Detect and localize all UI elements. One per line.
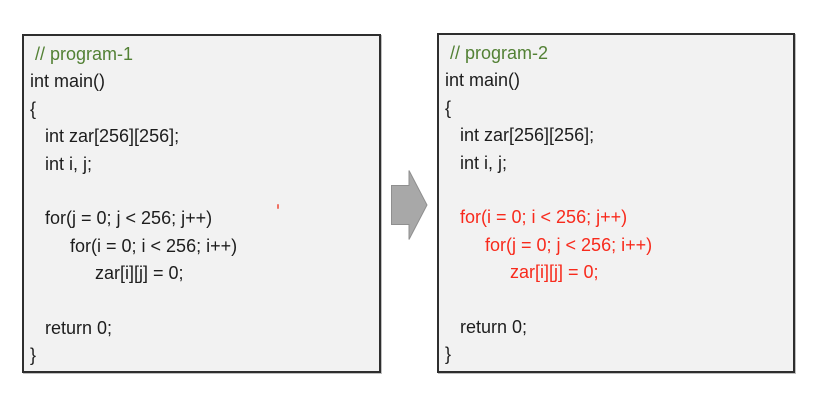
code-line: int i, j; [30,153,93,174]
code-line: for(j = 0; j < 256; i++) [445,234,653,255]
code-line: } [30,345,37,366]
code-line: for(i = 0; i < 256; j++) [445,207,628,228]
code-line: int main() [445,70,521,91]
code-line: for(j = 0; j < 256; j++) [30,208,213,229]
code-line [445,287,789,314]
code-line: zar[i][j] = 0; [30,263,184,284]
code-line: int zar[256][256]; [445,125,595,146]
code-line [445,177,789,204]
code-line: zar[i][j] = 0; [445,262,599,283]
right-block-arrow-icon [391,170,428,240]
code-line: // program-2 [445,43,549,63]
code-line: } [445,344,452,365]
code-line: return 0; [30,318,113,339]
code-line: // program-1 [30,44,134,64]
program1-panel: // program-1 int main() { int zar[256][256… [22,34,381,373]
code-line: int zar[256][256]; [30,126,180,147]
code-line [30,178,375,205]
code-line: for(i = 0; i < 256; i++) [30,235,238,256]
program2-panel: // program-2 int main() { int zar[256][256… [437,33,795,373]
program2-code: // program-2 int main() { int zar[256][256… [439,35,793,369]
code-line: { [30,98,37,119]
program1-code: // program-1 int main() { int zar[256][256… [24,36,379,370]
code-line: int main() [30,71,106,92]
red-speck-artifact [277,204,279,209]
code-line: return 0; [445,317,528,338]
code-line: { [445,97,452,118]
code-line: int i, j; [445,152,508,173]
code-line [30,288,375,315]
